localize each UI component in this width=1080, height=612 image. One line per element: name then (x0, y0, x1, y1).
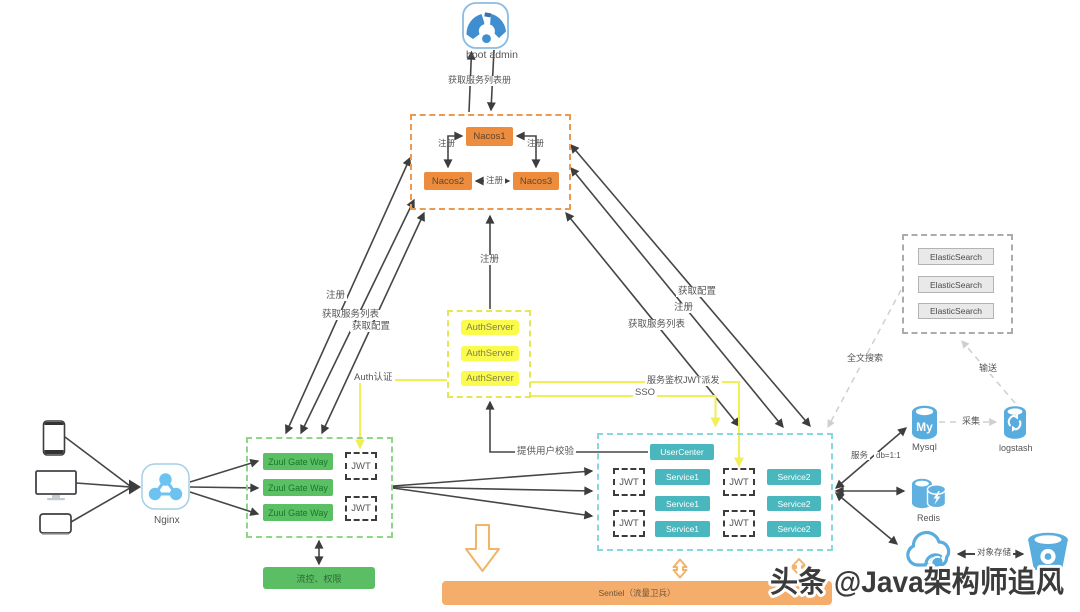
svg-text:头条 @Java架构师追风: 头条 @Java架构师追风 (770, 565, 1064, 599)
svg-text:头条 @Java架构师追风: 头条 @Java架构师追风 (770, 565, 1064, 599)
svg-text:My: My (916, 420, 933, 434)
